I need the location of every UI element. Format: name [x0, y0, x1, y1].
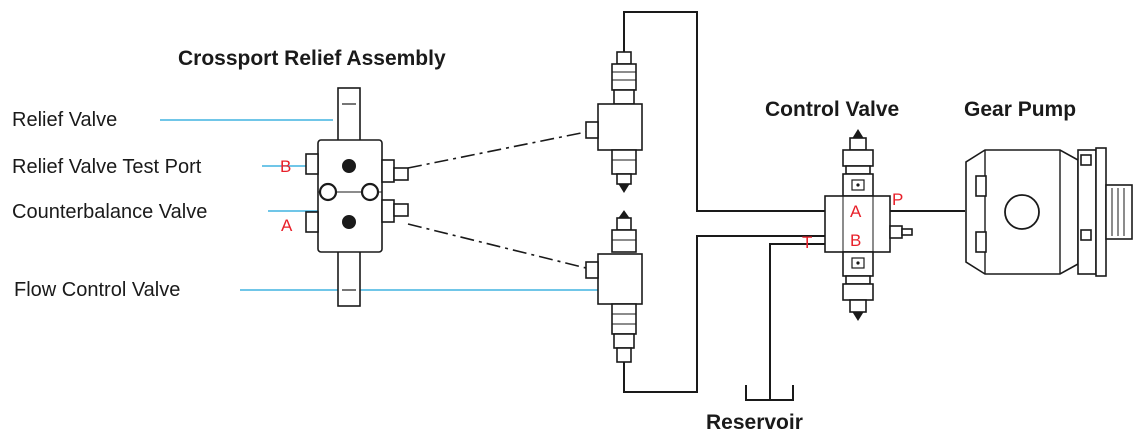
- line-lower-to-control-b: [623, 235, 825, 393]
- gear-pump-shaft: [1105, 184, 1133, 240]
- crossport-to-lower-flow-valve-line: [407, 223, 587, 269]
- flow-control-valve-label: Flow Control Valve: [14, 279, 180, 301]
- counterbalance-cap-lower: [393, 203, 409, 217]
- crossport-port-b-fitting: [305, 153, 319, 175]
- crossport-block: [317, 139, 383, 253]
- relief-valve-test-port-label: Relief Valve Test Port: [12, 156, 202, 178]
- relief-valve-bottom-cartridge: [337, 249, 361, 307]
- test-port-plug-lower: [342, 215, 356, 229]
- crossport-relief-assembly-title: Crossport Relief Assembly: [178, 47, 446, 70]
- control-port-a-label: A: [850, 202, 862, 221]
- control-valve-title: Control Valve: [765, 98, 899, 121]
- line-tank-return: [769, 243, 825, 400]
- test-port-plug-upper: [342, 159, 356, 173]
- control-valve-body: [824, 195, 891, 253]
- crossport-plug-right: [360, 182, 380, 202]
- crossport-port-b-label: B: [280, 157, 291, 176]
- control-valve: A B P T: [802, 129, 913, 321]
- crossport-port-a-label: A: [281, 216, 293, 235]
- counterbalance-cap-upper: [393, 167, 409, 181]
- crossport-to-upper-flow-valve-line: [407, 131, 587, 169]
- line-upper-to-control-a: [623, 11, 825, 212]
- relief-valve-top-cartridge: [337, 87, 361, 143]
- upper-flow-control-valve: [585, 51, 643, 193]
- counterbalance-valve-body: [381, 199, 395, 223]
- control-port-b-label: B: [850, 231, 861, 250]
- gear-pump: [965, 147, 1133, 277]
- lower-flow-valve-body: [597, 253, 643, 305]
- gear-pump-title: Gear Pump: [964, 98, 1076, 121]
- upper-flow-valve-body: [597, 103, 643, 151]
- lower-flow-control-valve: [585, 210, 643, 363]
- crossport-plug-left: [318, 182, 338, 202]
- reservoir-symbol: [745, 385, 794, 401]
- control-port-p-label: P: [892, 190, 903, 209]
- counterbalance-valve-label: Counterbalance Valve: [12, 201, 207, 223]
- gear-pump-port: [1004, 194, 1040, 230]
- reservoir-title: Reservoir: [706, 411, 803, 434]
- crossport-relief-assembly: B A: [280, 87, 409, 307]
- crossport-port-a-fitting: [305, 211, 319, 233]
- crossport-right-fitting-upper: [381, 159, 395, 183]
- control-port-t-label: T: [802, 233, 812, 252]
- relief-valve-label: Relief Valve: [12, 109, 117, 131]
